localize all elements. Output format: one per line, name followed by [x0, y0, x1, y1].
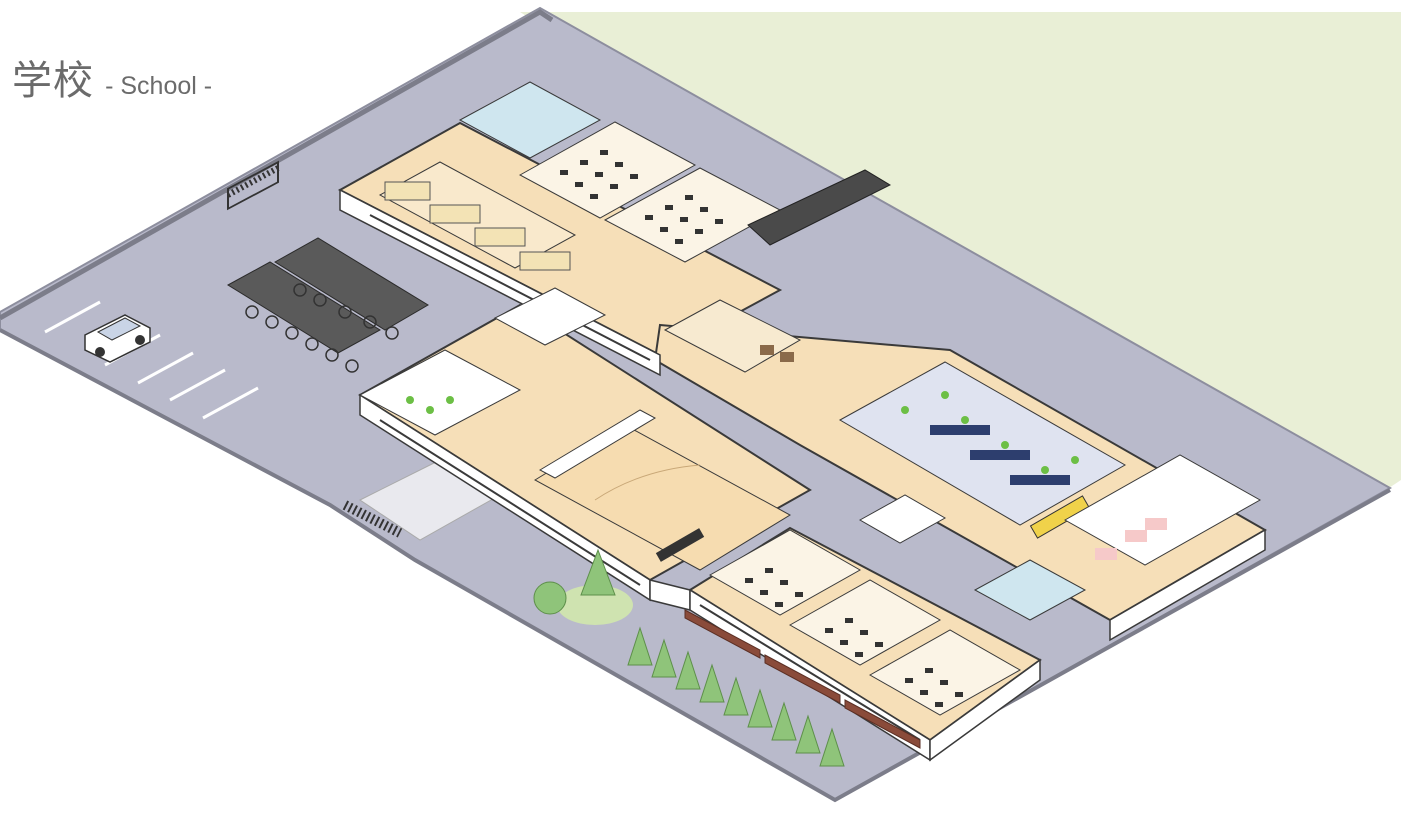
restrooms	[458, 81, 1087, 621]
front-gate	[226, 160, 280, 211]
bicycle-shelter	[227, 237, 429, 373]
perimeter-fence	[0, 9, 554, 321]
classroom	[518, 121, 697, 219]
hedges	[684, 609, 921, 749]
reception	[358, 349, 522, 436]
principal-office	[663, 299, 802, 373]
title-english: - School -	[105, 72, 213, 100]
nurse-office	[1063, 454, 1262, 566]
classroom	[708, 529, 862, 616]
library	[378, 161, 577, 271]
trees	[533, 548, 845, 767]
parked-car	[84, 314, 151, 363]
side-gate	[342, 500, 403, 538]
page-title: 学校 - School -	[12, 48, 212, 106]
locker-row	[1029, 495, 1091, 539]
classroom	[868, 629, 1022, 716]
covered-walkway	[747, 169, 892, 246]
gymnasium	[534, 409, 791, 571]
staff-room	[838, 361, 1127, 526]
classroom	[788, 579, 942, 666]
title-japanese: 学校	[12, 58, 94, 104]
perimeter-fence-south	[0, 328, 1391, 803]
stairs	[493, 287, 947, 544]
